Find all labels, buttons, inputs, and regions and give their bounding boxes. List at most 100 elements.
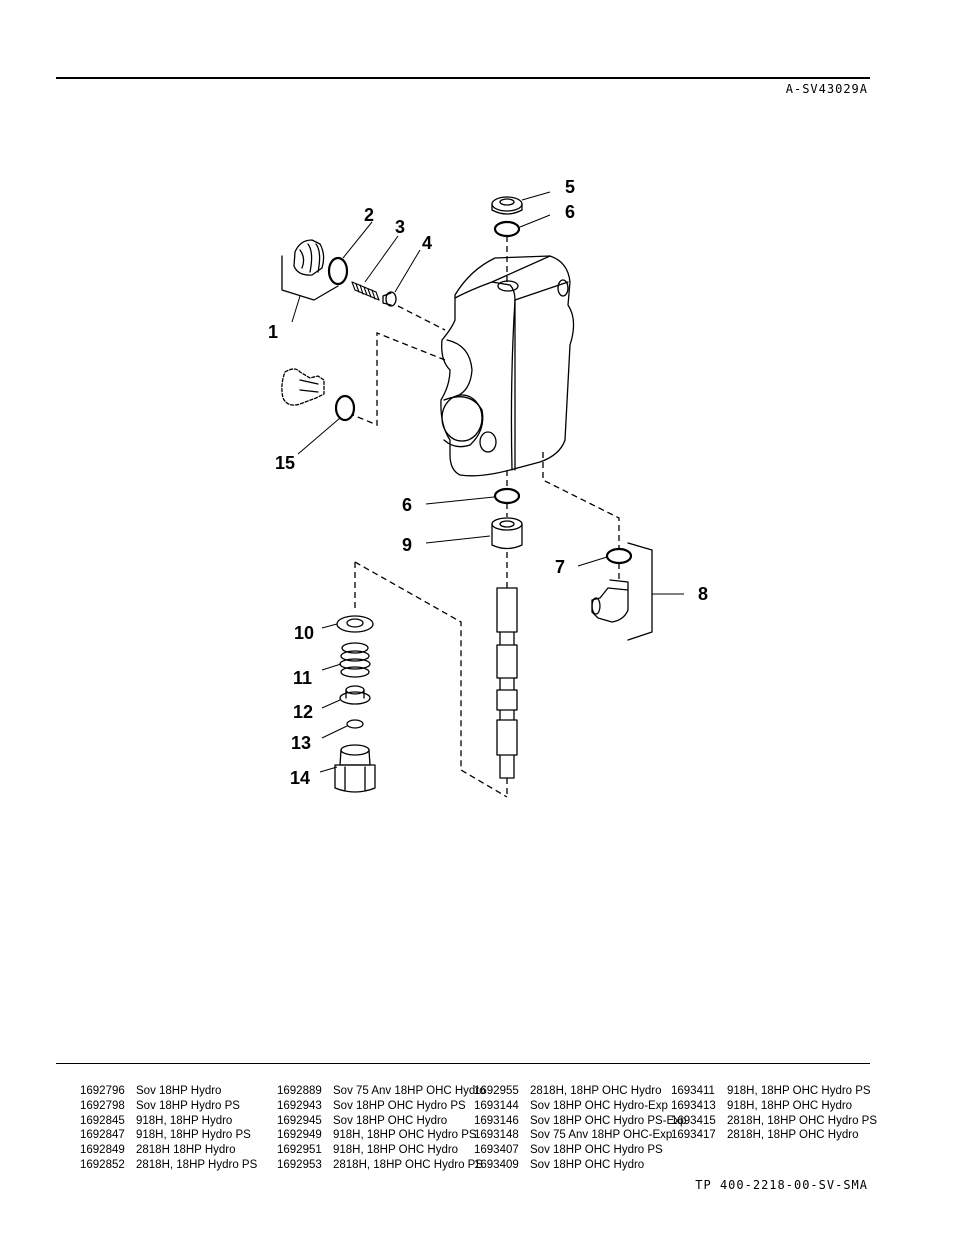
model-name: Sov 18HP OHC Hydro-Exp — [530, 1099, 668, 1112]
part-number: 1692889 — [277, 1085, 322, 1097]
pin-4 — [382, 291, 397, 307]
table-row: 1692852 2818H, 18HP Hydro PS — [80, 1158, 257, 1173]
callout-14: 14 — [290, 768, 310, 788]
table-row: 1693144 Sov 18HP OHC Hydro-Exp — [474, 1099, 686, 1114]
table-row: 1693411 918H, 18HP OHC Hydro PS — [671, 1084, 877, 1099]
model-name: Sov 18HP Hydro PS — [136, 1099, 240, 1112]
cap-5 — [491, 196, 523, 215]
model-name: Sov 18HP OHC Hydro PS-Exp — [530, 1114, 687, 1127]
model-name: Sov 18HP OHC Hydro — [333, 1114, 448, 1127]
part-number: 1692949 — [277, 1129, 322, 1142]
part-number: 1692845 — [80, 1114, 125, 1127]
dash-elbow-path — [542, 452, 620, 549]
part-number: 1692847 — [80, 1129, 125, 1142]
model-name: 918H, 18HP Hydro — [136, 1114, 233, 1127]
callout-1: 1 — [268, 322, 278, 342]
bracket-1 — [281, 255, 339, 301]
model-name: 2818H, 18HP Hydro PS — [136, 1158, 258, 1171]
o-ring-6-bottom — [493, 487, 521, 505]
top-rule — [56, 77, 870, 79]
callout-6-top: 6 — [565, 202, 575, 222]
callout-15: 15 — [275, 453, 295, 473]
o-ring-15 — [334, 394, 356, 422]
table-row: 1693415 2818H, 18HP OHC Hydro PS — [671, 1114, 877, 1129]
part-number: 1693411 — [671, 1085, 715, 1097]
part-number: 1693148 — [474, 1129, 519, 1142]
table-row: 1692951 918H, 18HP OHC Hydro — [277, 1143, 486, 1158]
model-name: 918H, 18HP OHC Hydro PS — [727, 1085, 871, 1097]
table-row: 1692845 918H, 18HP Hydro — [80, 1114, 257, 1129]
plug-14 — [334, 744, 376, 793]
seat-9 — [491, 517, 523, 550]
part-number: 1692943 — [277, 1099, 322, 1112]
callout-10: 10 — [294, 623, 314, 643]
part-number: 1693417 — [671, 1129, 716, 1142]
o-ring-7 — [605, 547, 633, 565]
document-code: TP 400-2218-00-SV-SMA — [695, 1178, 868, 1192]
part-number: 1692953 — [277, 1158, 322, 1171]
callout-7: 7 — [555, 557, 565, 577]
applicability-column-4: 1693411 918H, 18HP OHC Hydro PS 1693413 91… — [671, 1084, 877, 1143]
fitting-15 — [281, 368, 325, 406]
table-row: 1692949 918H, 18HP OHC Hydro PS — [277, 1128, 486, 1143]
part-number: 1692798 — [80, 1099, 125, 1112]
dash-spring-path — [354, 561, 508, 798]
model-name: 2818H, 18HP OHC Hydro PS — [727, 1114, 877, 1127]
table-row: 1693407 Sov 18HP OHC Hydro PS — [474, 1143, 686, 1158]
model-name: 2818H, 18HP OHC Hydro — [727, 1129, 859, 1142]
model-name: 918H, 18HP OHC Hydro — [727, 1099, 853, 1112]
part-number: 1692796 — [80, 1085, 125, 1097]
part-number: 1692951 — [277, 1144, 322, 1157]
callout-5: 5 — [565, 177, 575, 197]
model-name: 2818H, 18HP OHC Hydro PS — [333, 1158, 483, 1171]
model-name: 918H, 18HP OHC Hydro — [333, 1144, 459, 1157]
table-row: 1692953 2818H, 18HP OHC Hydro PS — [277, 1158, 486, 1173]
callout-11: 11 — [293, 668, 312, 688]
table-row: 1693417 2818H, 18HP OHC Hydro — [671, 1128, 877, 1143]
valve-body — [440, 255, 575, 477]
model-name: 918H, 18HP OHC Hydro PS — [333, 1129, 477, 1142]
spool — [496, 587, 518, 779]
retainer-12 — [339, 685, 371, 705]
callout-9: 9 — [402, 535, 412, 555]
model-name: Sov 75 Anv 18HP OHC-Exp — [530, 1129, 673, 1142]
o-ring-2 — [327, 256, 349, 286]
part-number: 1693146 — [474, 1114, 519, 1127]
table-row: 1693146 Sov 18HP OHC Hydro PS-Exp — [474, 1114, 686, 1129]
part-number: 1693413 — [671, 1099, 716, 1112]
part-number: 1692955 — [474, 1085, 519, 1097]
callout-2: 2 — [364, 205, 374, 225]
table-row: 1692847 918H, 18HP Hydro PS — [80, 1128, 257, 1143]
part-number: 1693144 — [474, 1099, 519, 1112]
model-name: Sov 18HP OHC Hydro PS — [530, 1144, 663, 1157]
table-row: 1693148 Sov 75 Anv 18HP OHC-Exp — [474, 1128, 686, 1143]
washer-10 — [336, 615, 374, 633]
part-number: 1693407 — [474, 1144, 519, 1157]
part-number: 1692852 — [80, 1158, 125, 1171]
spring-3 — [351, 281, 380, 301]
part-number: 1692945 — [277, 1114, 322, 1127]
callout-12: 12 — [293, 702, 313, 722]
o-ring-6-top — [493, 220, 521, 238]
part-number: 1693415 — [671, 1114, 716, 1127]
model-name: 918H, 18HP Hydro PS — [136, 1129, 251, 1142]
model-name: Sov 18HP OHC Hydro — [530, 1158, 645, 1171]
callout-13: 13 — [291, 733, 311, 753]
callout-3: 3 — [395, 217, 405, 237]
callout-8: 8 — [698, 584, 708, 604]
model-name: 2818H 18HP Hydro — [136, 1144, 236, 1157]
model-name: Sov 18HP OHC Hydro PS — [333, 1099, 466, 1112]
dash-plug-path — [397, 305, 446, 331]
callout-6-bottom: 6 — [402, 495, 412, 515]
table-row: 1692798 Sov 18HP Hydro PS — [80, 1099, 257, 1114]
bracket-8 — [627, 542, 653, 641]
